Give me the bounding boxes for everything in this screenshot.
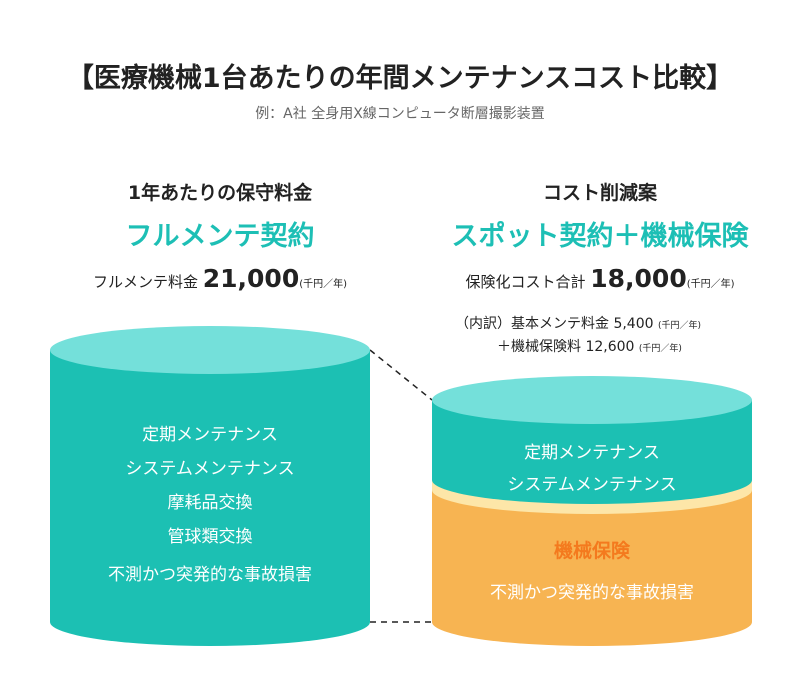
left-cost-unit: (千円／年) — [299, 279, 348, 290]
left-item: システムメンテナンス — [125, 459, 294, 479]
breakdown-insurance-label: ＋機械保険料 — [497, 339, 581, 355]
left-cylinder-top — [50, 326, 370, 374]
right-cylinder: 定期メンテナンス システムメンテナンス 機械保険 不測かつ突発的な事故損害 — [432, 376, 752, 646]
left-item: 摩耗品交換 — [168, 493, 253, 513]
page-subtitle: 例：A社 全身用X線コンピュータ断層撮影装置 — [255, 106, 545, 122]
right-plan-name: スポット契約＋機械保険 — [451, 221, 749, 252]
right-heading: コスト削減案 — [542, 182, 657, 204]
left-plan-name: フルメンテ契約 — [125, 221, 315, 252]
right-cost-line: 保険化コスト合計 18,000(千円／年) — [410, 264, 790, 293]
insurance-segment — [432, 490, 752, 646]
right-top-item: 定期メンテナンス — [524, 443, 660, 463]
left-item: 管球類交換 — [168, 527, 253, 547]
insurance-title: 機械保険 — [554, 539, 631, 562]
left-heading: 1年あたりの保守料金 — [127, 182, 313, 204]
breakdown-insurance-value: 12,600 — [585, 339, 635, 355]
left-cylinder-body — [50, 350, 370, 646]
left-cost-value: 21,000 — [202, 264, 300, 293]
breakdown-insurance-unit: (千円／年) — [638, 344, 682, 354]
right-cost-label: 保険化コスト合計 — [465, 273, 586, 291]
insurance-item: 不測かつ突発的な事故損害 — [490, 583, 694, 603]
breakdown-row-insurance: ＋機械保険料 12,600 (千円／年) — [497, 336, 682, 356]
right-top-item: システムメンテナンス — [507, 475, 676, 495]
left-item: 不測かつ突発的な事故損害 — [108, 565, 312, 585]
left-cylinder: 定期メンテナンス システムメンテナンス 摩耗品交換 管球類交換 不測かつ突発的な… — [50, 326, 370, 646]
right-cost-unit: (千円／年) — [686, 279, 735, 290]
breakdown-base-value: 5,400 — [613, 316, 654, 332]
right-cylinder-top — [432, 376, 752, 424]
connector-top-line — [369, 349, 433, 401]
breakdown-base-unit: (千円／年) — [658, 321, 702, 331]
left-item: 定期メンテナンス — [142, 425, 278, 445]
breakdown-base-label: （内訳）基本メンテ料金 — [455, 316, 609, 332]
right-cost-value: 18,000 — [590, 264, 687, 293]
left-cost-label: フルメンテ料金 — [92, 273, 198, 291]
left-cost-line: フルメンテ料金 21,000(千円／年) — [20, 264, 420, 293]
maintenance-segment — [432, 400, 752, 504]
page-title: 【医療機械1台あたりの年間メンテナンスコスト比較】 — [66, 63, 734, 94]
breakdown-row-base: （内訳）基本メンテ料金 5,400 (千円／年) — [455, 313, 701, 333]
